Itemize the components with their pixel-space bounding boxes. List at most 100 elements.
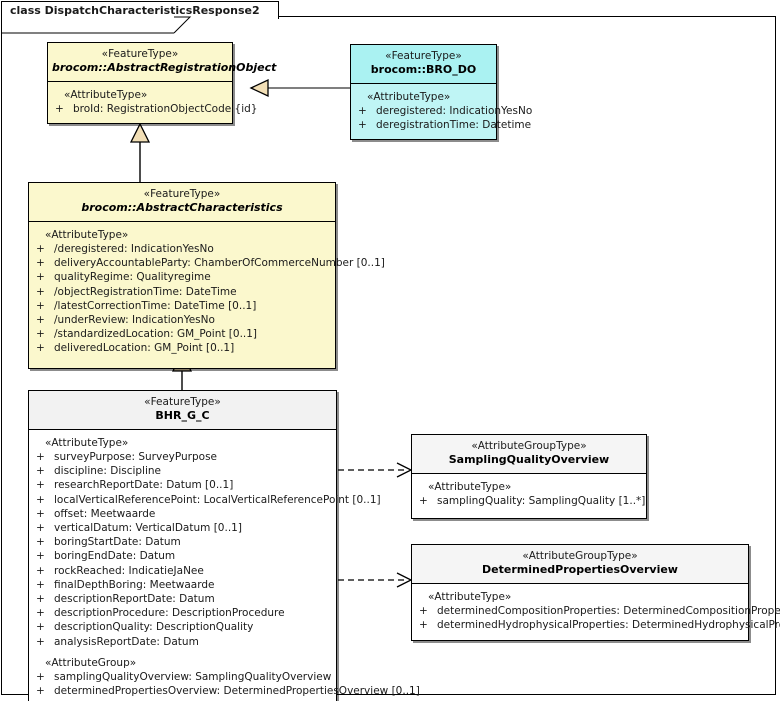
class-name: brocom::BRO_DO (370, 63, 477, 76)
class-header-abstract-registration-object: «FeatureType» brocom::AbstractRegistrati… (48, 43, 277, 82)
attribute-text: researchReportDate: Datum [0..1] (54, 479, 234, 492)
class-attribute: + boringStartDate: Datum (33, 535, 332, 549)
class-attribute: + finalDepthBoring: Meetwaarde (33, 578, 332, 592)
attribute-text: samplingQualityOverview: SamplingQuality… (54, 670, 332, 683)
class-header-abstract-characteristics: «FeatureType» brocom::AbstractCharacteri… (29, 183, 335, 222)
attribute-visibility: + (36, 607, 45, 620)
attribute-text: surveyPurpose: SurveyPurpose (54, 451, 218, 463)
attribute-visibility: + (419, 619, 428, 632)
class-attribute: + surveyPurpose: SurveyPurpose (33, 450, 332, 464)
attribute-visibility: + (36, 578, 45, 591)
attribute-text: descriptionQuality: DescriptionQuality (54, 621, 254, 634)
attribute-visibility: + (358, 105, 367, 117)
attribute-visibility: + (55, 103, 64, 115)
attribute-visibility: + (419, 605, 428, 617)
compartment-label: «AttributeType» (45, 437, 129, 449)
class-header-determined-properties-overview: «AttributeGroupType» DeterminedPropertie… (412, 545, 748, 584)
class-attribute: +samplingQuality: SamplingQuality [1..*] (416, 494, 646, 508)
compartment-label: «AttributeType» (64, 89, 148, 101)
attribute-visibility: + (36, 685, 45, 698)
diagram-frame-tab: class DispatchCharacteristicsResponse2 (1, 1, 279, 19)
attribute-visibility: + (36, 314, 45, 327)
attribute-text: deregistrationTime: Datetime (376, 119, 532, 132)
diagram-frame-label: class DispatchCharacteristicsResponse2 (10, 4, 260, 17)
attribute-visibility: + (36, 342, 45, 355)
class-attribute: +boringEndDate: Datum (33, 549, 332, 563)
attribute-text: descriptionReportDate: Datum (54, 593, 215, 606)
compartment-label: «AttributeType» (428, 591, 512, 603)
class-attribute: + researchReportDate: Datum [0..1] (33, 478, 332, 492)
attribute-text: samplingQuality: SamplingQuality [1..*] (437, 495, 646, 507)
attribute-text: /latestCorrectionTime: DateTime [0..1] (54, 299, 257, 312)
attribute-visibility: + (36, 564, 45, 577)
attribute-text: descriptionProcedure: DescriptionProcedu… (54, 607, 285, 620)
attribute-text: localVerticalReferencePoint: LocalVertic… (54, 493, 381, 506)
attribute-text: /standardizedLocation: GM_Point [0..1] (54, 328, 258, 341)
class-name: brocom::AbstractRegistrationObject (52, 61, 277, 74)
class-attribute: + broId: RegistrationObjectCode {id} (52, 102, 258, 116)
class-attribute: + descriptionProcedure: DescriptionProced… (33, 606, 332, 620)
class-stereotype: «FeatureType» (143, 188, 221, 200)
attribute-visibility: + (358, 119, 367, 132)
class-header-bro-do: «FeatureType» brocom::BRO_DO (351, 45, 496, 84)
attribute-visibility: + (36, 285, 45, 298)
attribute-text: rockReached: IndicatieJaNee (54, 564, 204, 577)
attribute-text: boringEndDate: Datum (54, 550, 176, 563)
class-body-sampling-quality-overview: «AttributeType» +samplingQuality: Sampli… (412, 474, 646, 518)
class-body-determined-properties-overview: «AttributeType» + determinedCompositionPr… (412, 584, 780, 640)
attribute-text: finalDepthBoring: Meetwaarde (54, 578, 215, 591)
attribute-visibility: + (36, 479, 45, 492)
class-name: SamplingQualityOverview (448, 453, 610, 466)
class-attribute: +analysisReportDate: Datum (33, 635, 332, 649)
class-attribute: + determinedCompositionProperties: Determ… (416, 604, 780, 618)
class-attribute: +verticalDatum: VerticalDatum [0..1] (33, 521, 332, 535)
attribute-text: determinedCompositionProperties: Determi… (437, 605, 780, 617)
attribute-visibility: + (36, 465, 45, 478)
class-attribute: + samplingQualityOverview: SamplingQualit… (33, 670, 332, 684)
attribute-text: /deregistered: IndicationYesNo (54, 243, 214, 255)
diagram-frame (1, 16, 776, 695)
class-bro-do[interactable]: «FeatureType» brocom::BRO_DO «AttributeT… (350, 44, 532, 141)
class-attribute: +discipline: Discipline (33, 464, 332, 478)
attribute-text: /underReview: IndicationYesNo (54, 314, 215, 327)
attribute-text: qualityRegime: Qualityregime (54, 271, 211, 284)
attribute-visibility: + (36, 507, 45, 520)
class-stereotype: «AttributeGroupType» (471, 440, 587, 452)
attribute-text: boringStartDate: Datum (54, 536, 181, 549)
attribute-text: verticalDatum: VerticalDatum [0..1] (54, 522, 242, 535)
class-bhr-g-c[interactable]: «FeatureType» BHR_G_C «AttributeType» + s… (28, 390, 420, 701)
attribute-visibility: + (36, 621, 45, 634)
compartment-label: «AttributeType» (45, 229, 129, 241)
attribute-text: /objectRegistrationTime: DateTime (54, 285, 237, 298)
class-abstract-registration-object[interactable]: «FeatureType» brocom::AbstractRegistrati… (47, 42, 277, 125)
attribute-visibility: + (36, 536, 45, 549)
compartment-label: «AttributeType» (367, 91, 451, 103)
class-name: brocom::AbstractCharacteristics (81, 201, 283, 214)
class-attribute: +deliveredLocation: GM_Point [0..1] (33, 341, 331, 355)
class-attribute: +deliveryAccountableParty: ChamberOfComm… (33, 256, 385, 270)
class-attribute: + rockReached: IndicatieJaNee (33, 564, 332, 578)
class-stereotype: «FeatureType» (144, 396, 221, 408)
attribute-visibility: + (36, 243, 45, 255)
class-attribute: +determinedHydrophysicalProperties: Dete… (416, 618, 780, 632)
class-determined-properties-overview[interactable]: «AttributeGroupType» DeterminedPropertie… (411, 544, 780, 642)
attribute-text: deliveryAccountableParty: ChamberOfComme… (54, 257, 385, 270)
class-attribute: + qualityRegime: Qualityregime (33, 270, 331, 284)
attribute-visibility: + (36, 670, 45, 683)
class-header-bhr-g-c: «FeatureType» BHR_G_C (29, 391, 336, 430)
attribute-visibility: + (36, 271, 45, 284)
attribute-text: broId: RegistrationObjectCode {id} (73, 103, 258, 115)
class-stereotype: «AttributeGroupType» (522, 550, 638, 562)
class-attribute: +descriptionReportDate: Datum (33, 592, 332, 606)
class-abstract-characteristics[interactable]: «FeatureType» brocom::AbstractCharacteri… (28, 182, 385, 369)
class-name: BHR_G_C (155, 409, 210, 422)
attribute-visibility: + (36, 451, 45, 463)
class-stereotype: «FeatureType» (385, 50, 462, 62)
class-attribute: +determinedPropertiesOverview: Determine… (33, 684, 420, 698)
class-sampling-quality-overview[interactable]: «AttributeGroupType» SamplingQualityOver… (411, 434, 647, 520)
attribute-visibility: + (36, 299, 45, 312)
class-attribute: + /latestCorrectionTime: DateTime [0..1] (33, 299, 331, 313)
class-body-bhr-g-c: «AttributeType» + surveyPurpose: SurveyPu… (29, 430, 420, 701)
attribute-text: offset: Meetwaarde (54, 507, 156, 520)
